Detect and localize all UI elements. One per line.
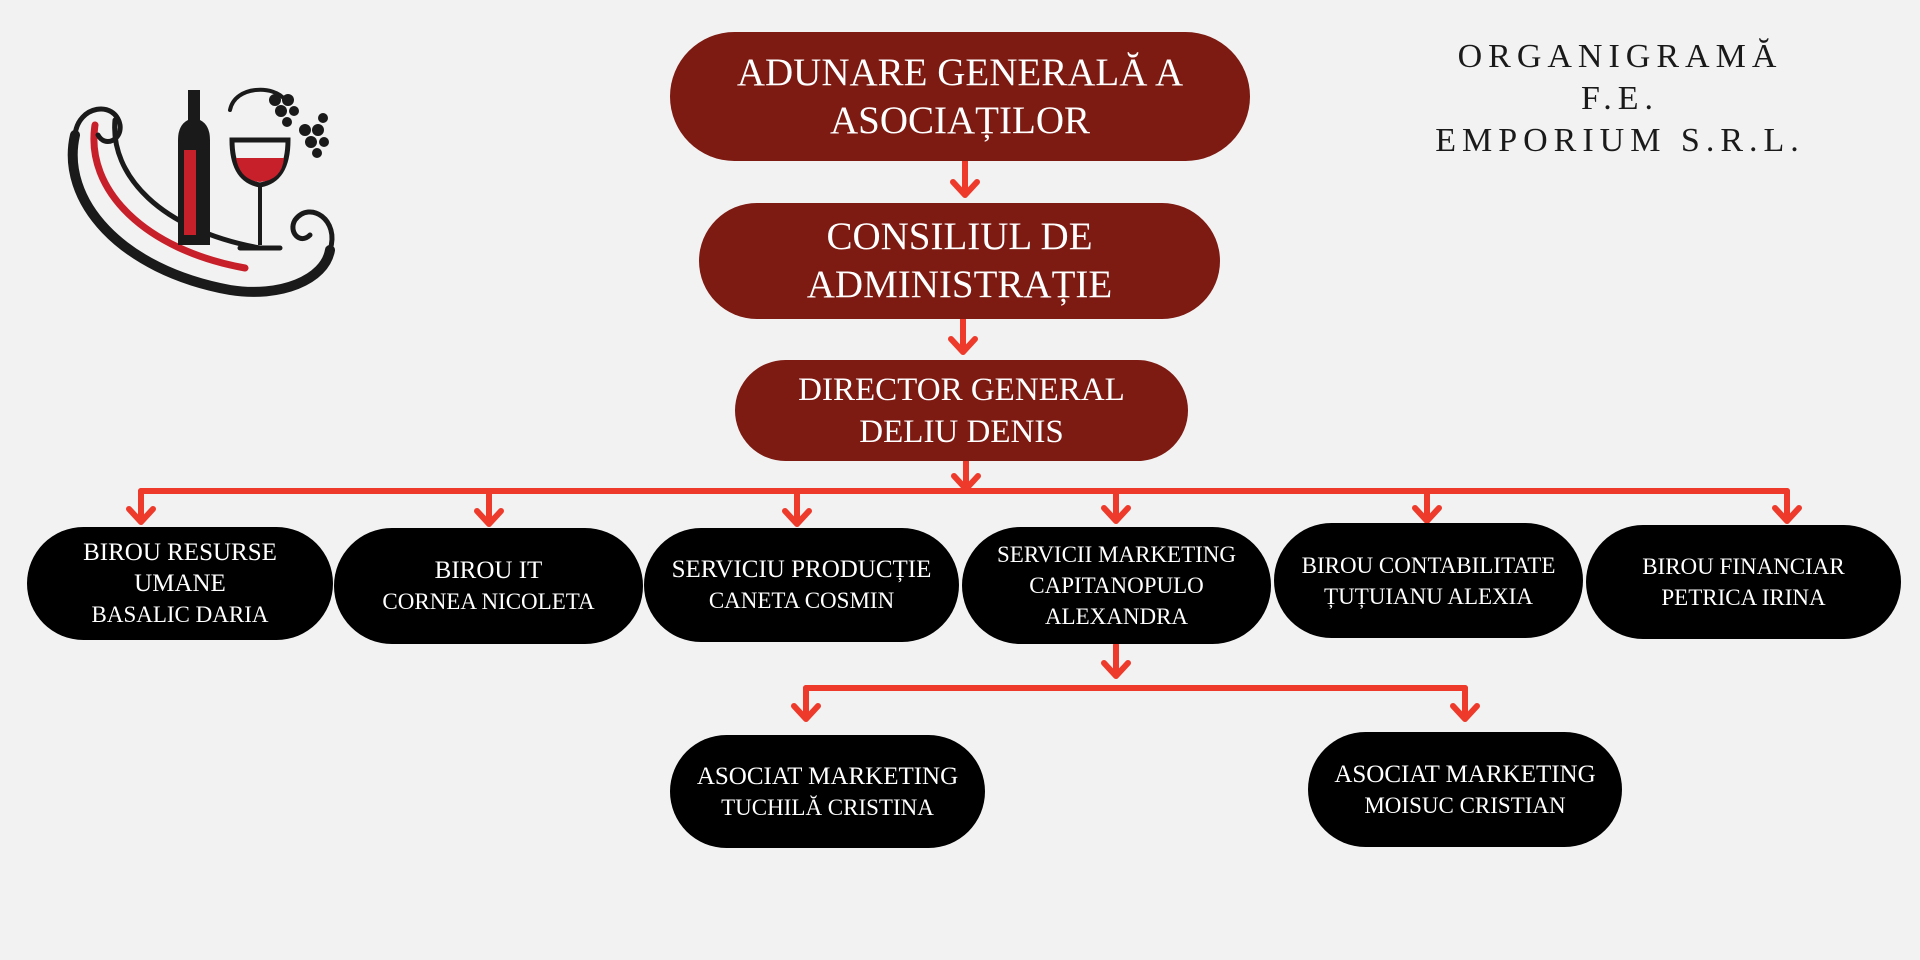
node-label: PETRICA IRINA xyxy=(1661,585,1826,610)
arrowhead-icon xyxy=(948,336,978,355)
node-birou-it: BIROU IT CORNEA NICOLETA xyxy=(334,528,643,644)
arrowhead-icon xyxy=(1450,703,1480,722)
node-label: UMANE xyxy=(134,570,226,597)
node-birou-contabilitate: BIROU CONTABILITATE ȚUȚUIANU ALEXIA xyxy=(1274,523,1583,638)
node-label: ASOCIAT MARKETING xyxy=(696,762,959,790)
node-adunare-generala: ADUNARE GENERALĂ A ASOCIAȚILOR xyxy=(670,32,1250,161)
node-label: ADMINISTRAȚIE xyxy=(806,263,1113,306)
node-label: ADUNARE GENERALĂ A xyxy=(736,50,1184,94)
arrowhead-icon xyxy=(791,703,821,722)
node-label: BIROU FINANCIAR xyxy=(1642,554,1845,579)
node-label: BIROU CONTABILITATE xyxy=(1301,552,1556,578)
node-label: ASOCIAT MARKETING xyxy=(1334,760,1596,788)
node-label: MOISUC CRISTIAN xyxy=(1364,792,1566,818)
node-label: SERVICII MARKETING xyxy=(996,542,1236,567)
node-label: ȚUȚUIANU ALEXIA xyxy=(1324,583,1533,609)
node-label: TUCHILĂ CRISTINA xyxy=(721,794,934,820)
node-servicii-marketing: SERVICII MARKETING CAPITANOPULO ALEXANDR… xyxy=(962,527,1271,644)
node-label: DELIU DENIS xyxy=(859,413,1064,450)
node-consiliul-de-administratie: CONSILIUL DE ADMINISTRAȚIE xyxy=(699,203,1220,319)
node-label: CAPITANOPULO xyxy=(1029,573,1204,598)
arrowhead-icon xyxy=(950,179,980,198)
node-label: BIROU IT xyxy=(434,557,543,584)
node-label: ASOCIAȚILOR xyxy=(830,98,1090,142)
arrowhead-icon xyxy=(1772,505,1802,524)
title-line-1: ORGANIGRAMĂ xyxy=(1457,38,1783,75)
node-label: CONSILIUL DE xyxy=(826,215,1093,258)
node-asociat-marketing-moisuc: ASOCIAT MARKETING MOISUC CRISTIAN xyxy=(1308,732,1622,847)
node-serviciu-productie: SERVICIU PRODUCȚIE CANETA COSMIN xyxy=(644,528,959,642)
node-label: BIROU RESURSE xyxy=(83,539,277,566)
node-label: ALEXANDRA xyxy=(1044,604,1189,629)
node-director-general: DIRECTOR GENERAL DELIU DENIS xyxy=(735,360,1188,461)
node-label: CORNEA NICOLETA xyxy=(382,589,595,614)
arrowhead-icon xyxy=(1101,505,1131,524)
node-label: SERVICIU PRODUCȚIE xyxy=(671,556,932,583)
arrowhead-icon xyxy=(782,508,812,527)
title-line-3: EMPORIUM S.R.L. xyxy=(1435,122,1805,159)
node-label: BASALIC DARIA xyxy=(91,602,269,627)
node-label: CANETA COSMIN xyxy=(708,588,895,613)
node-birou-financiar: BIROU FINANCIAR PETRICA IRINA xyxy=(1586,525,1901,639)
node-asociat-marketing-tuchila: ASOCIAT MARKETING TUCHILĂ CRISTINA xyxy=(670,735,985,848)
wine-logo-icon xyxy=(67,87,335,297)
node-birou-resurse-umane: BIROU RESURSE UMANE BASALIC DARIA xyxy=(27,527,333,640)
arrowhead-icon xyxy=(1412,505,1442,524)
arrowhead-icon xyxy=(126,506,156,525)
arrowhead-icon xyxy=(474,508,504,527)
node-label: DIRECTOR GENERAL xyxy=(798,371,1125,408)
arrowhead-icon xyxy=(1101,660,1131,679)
chart-title: ORGANIGRAMĂ F.E. EMPORIUM S.R.L. xyxy=(1360,36,1880,162)
title-line-2: F.E. xyxy=(1581,80,1659,117)
